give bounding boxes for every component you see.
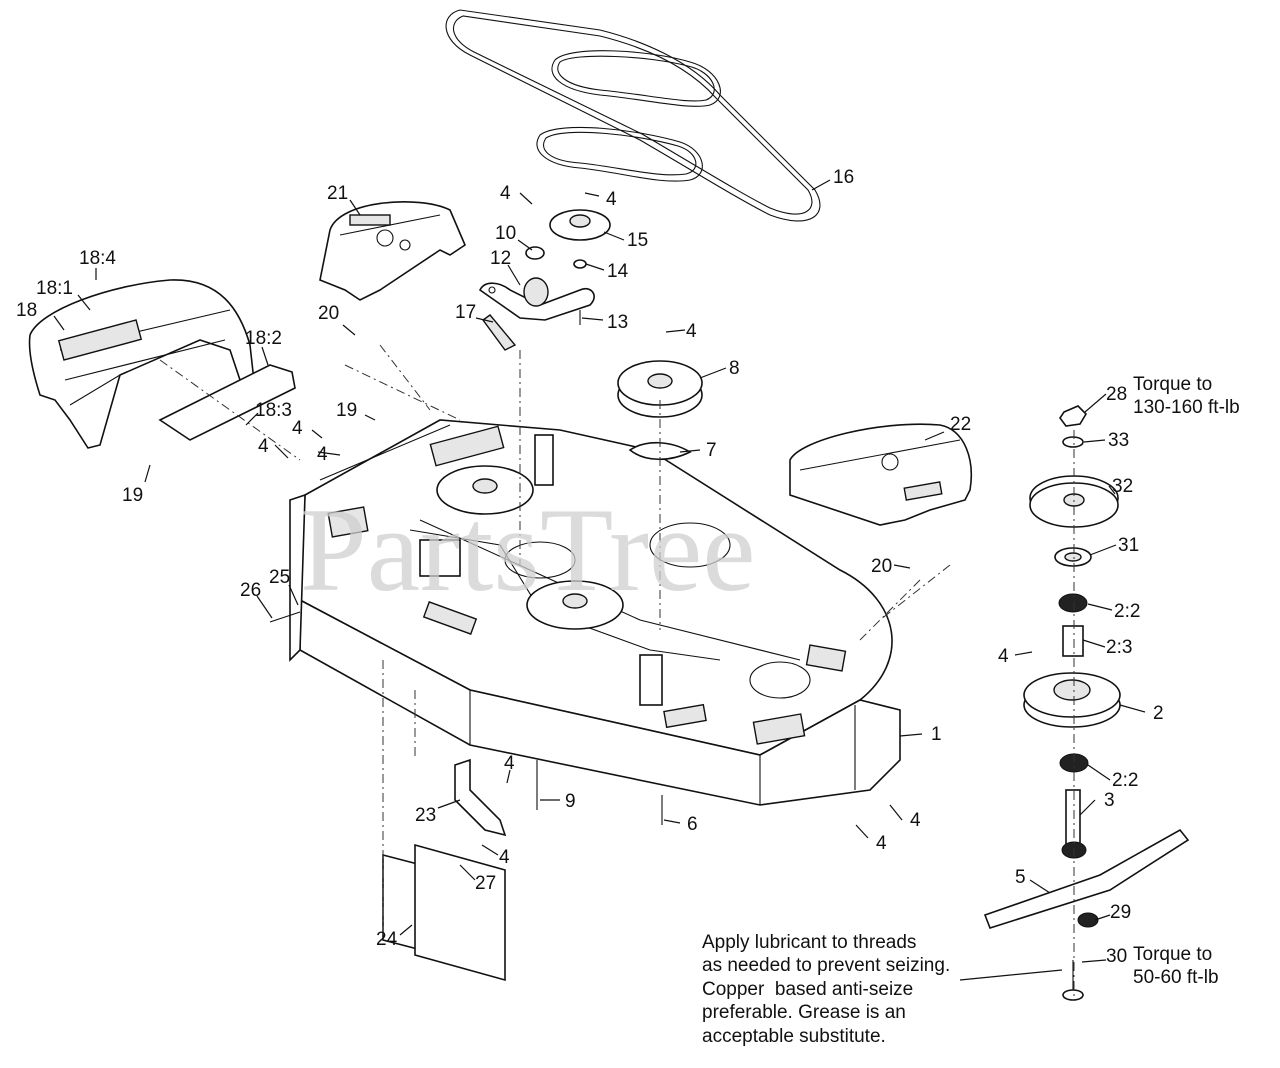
callout-4-top-left: 4 bbox=[500, 183, 511, 204]
callout-labels: 1 2 2:2 2:3 2:2 3 4 4 4 4 4 4 4 4 4 4 4 … bbox=[16, 167, 1164, 967]
callout-20-left: 20 bbox=[318, 303, 339, 324]
callout-4-deck-right-lower: 4 bbox=[876, 833, 887, 854]
callout-4-left-a: 4 bbox=[292, 418, 303, 439]
callout-23: 23 bbox=[415, 805, 436, 826]
lubricant-note: Apply lubricant to threads as needed to … bbox=[702, 932, 950, 1047]
callout-18-4: 18:4 bbox=[79, 248, 116, 269]
callout-4-top-right: 4 bbox=[606, 189, 617, 210]
callout-13: 13 bbox=[607, 312, 628, 333]
lubricant-note-line2: as needed to prevent seizing. bbox=[702, 955, 950, 976]
callout-2-2-upper: 2:2 bbox=[1114, 601, 1140, 622]
assembly-lines bbox=[159, 344, 1075, 1000]
callout-12: 12 bbox=[490, 248, 511, 269]
callout-31: 31 bbox=[1118, 535, 1139, 556]
callout-19-lower: 19 bbox=[122, 485, 143, 506]
callout-4-left-c: 4 bbox=[317, 444, 328, 465]
callout-32: 32 bbox=[1112, 476, 1133, 497]
callout-30: 30 bbox=[1106, 946, 1127, 967]
spacer bbox=[525, 246, 545, 260]
idler-pulley bbox=[549, 209, 611, 241]
callout-7: 7 bbox=[706, 440, 717, 461]
torque-note-spindle: Torque to 130-160 ft-lb bbox=[1133, 374, 1240, 418]
callout-29: 29 bbox=[1110, 902, 1131, 923]
callout-17: 17 bbox=[455, 302, 476, 323]
callout-3: 3 bbox=[1104, 790, 1115, 811]
callout-4-left-b: 4 bbox=[258, 436, 269, 457]
watermark-text: PartsTree bbox=[300, 483, 756, 616]
callout-33: 33 bbox=[1108, 430, 1129, 451]
idler-spring bbox=[482, 314, 517, 351]
callout-19-upper: 19 bbox=[336, 400, 357, 421]
torque-note-spindle-line1: Torque to bbox=[1133, 374, 1212, 395]
callout-4-deck-right: 4 bbox=[910, 810, 921, 831]
callout-6: 6 bbox=[687, 814, 698, 835]
leader-lines bbox=[53, 179, 1146, 981]
callout-4-baffle-bottom: 4 bbox=[499, 847, 510, 868]
callout-18-1: 18:1 bbox=[36, 278, 73, 299]
callout-20-right: 20 bbox=[871, 556, 892, 577]
lubricant-note-line4: preferable. Grease is an bbox=[702, 1002, 906, 1023]
callout-2-2-lower: 2:2 bbox=[1112, 770, 1138, 791]
belt-cover-left bbox=[28, 279, 256, 449]
callout-9: 9 bbox=[565, 791, 576, 812]
callout-18-2: 18:2 bbox=[245, 328, 282, 349]
callout-14: 14 bbox=[607, 261, 629, 282]
callout-26: 26 bbox=[240, 580, 261, 601]
callout-28: 28 bbox=[1106, 384, 1127, 405]
mower-deck bbox=[289, 419, 901, 806]
callout-25: 25 bbox=[269, 567, 290, 588]
callout-22: 22 bbox=[950, 414, 971, 435]
cover-bracket bbox=[158, 364, 296, 441]
callout-24: 24 bbox=[376, 929, 398, 950]
lubricant-note-line5: acceptable substitute. bbox=[702, 1026, 886, 1047]
callout-16: 16 bbox=[833, 167, 854, 188]
callout-1: 1 bbox=[931, 724, 942, 745]
belt-cover-center bbox=[319, 201, 466, 301]
torque-note-spindle-line2: 130-160 ft-lb bbox=[1133, 397, 1240, 418]
center-pulley bbox=[617, 360, 703, 418]
callout-2-3: 2:3 bbox=[1106, 637, 1132, 658]
washer-14 bbox=[573, 259, 587, 269]
callout-18-3: 18:3 bbox=[255, 400, 292, 421]
callout-5: 5 bbox=[1015, 867, 1026, 888]
callout-4-spindle: 4 bbox=[998, 646, 1009, 667]
deck-belt bbox=[445, 9, 821, 222]
idler-arm bbox=[478, 277, 595, 321]
callout-21: 21 bbox=[327, 183, 348, 204]
plates-24 bbox=[382, 843, 506, 982]
callout-15: 15 bbox=[627, 230, 648, 251]
callout-18: 18 bbox=[16, 300, 37, 321]
callout-8: 8 bbox=[729, 358, 740, 379]
torque-note-blade-line2: 50-60 ft-lb bbox=[1133, 967, 1219, 988]
baffle-23 bbox=[454, 758, 507, 837]
torque-note-blade: Torque to 50-60 ft-lb bbox=[1133, 944, 1219, 988]
callout-4-baffle-top: 4 bbox=[504, 753, 515, 774]
torque-note-blade-line1: Torque to bbox=[1133, 944, 1212, 965]
lubricant-note-line1: Apply lubricant to threads bbox=[702, 932, 916, 953]
callout-10: 10 bbox=[495, 223, 516, 244]
lubricant-note-line3: Copper based anti-seize bbox=[702, 979, 913, 1000]
callout-4-center: 4 bbox=[686, 321, 697, 342]
belt-cover-right bbox=[789, 423, 972, 526]
callout-2: 2 bbox=[1153, 703, 1164, 724]
callout-27: 27 bbox=[475, 873, 496, 894]
